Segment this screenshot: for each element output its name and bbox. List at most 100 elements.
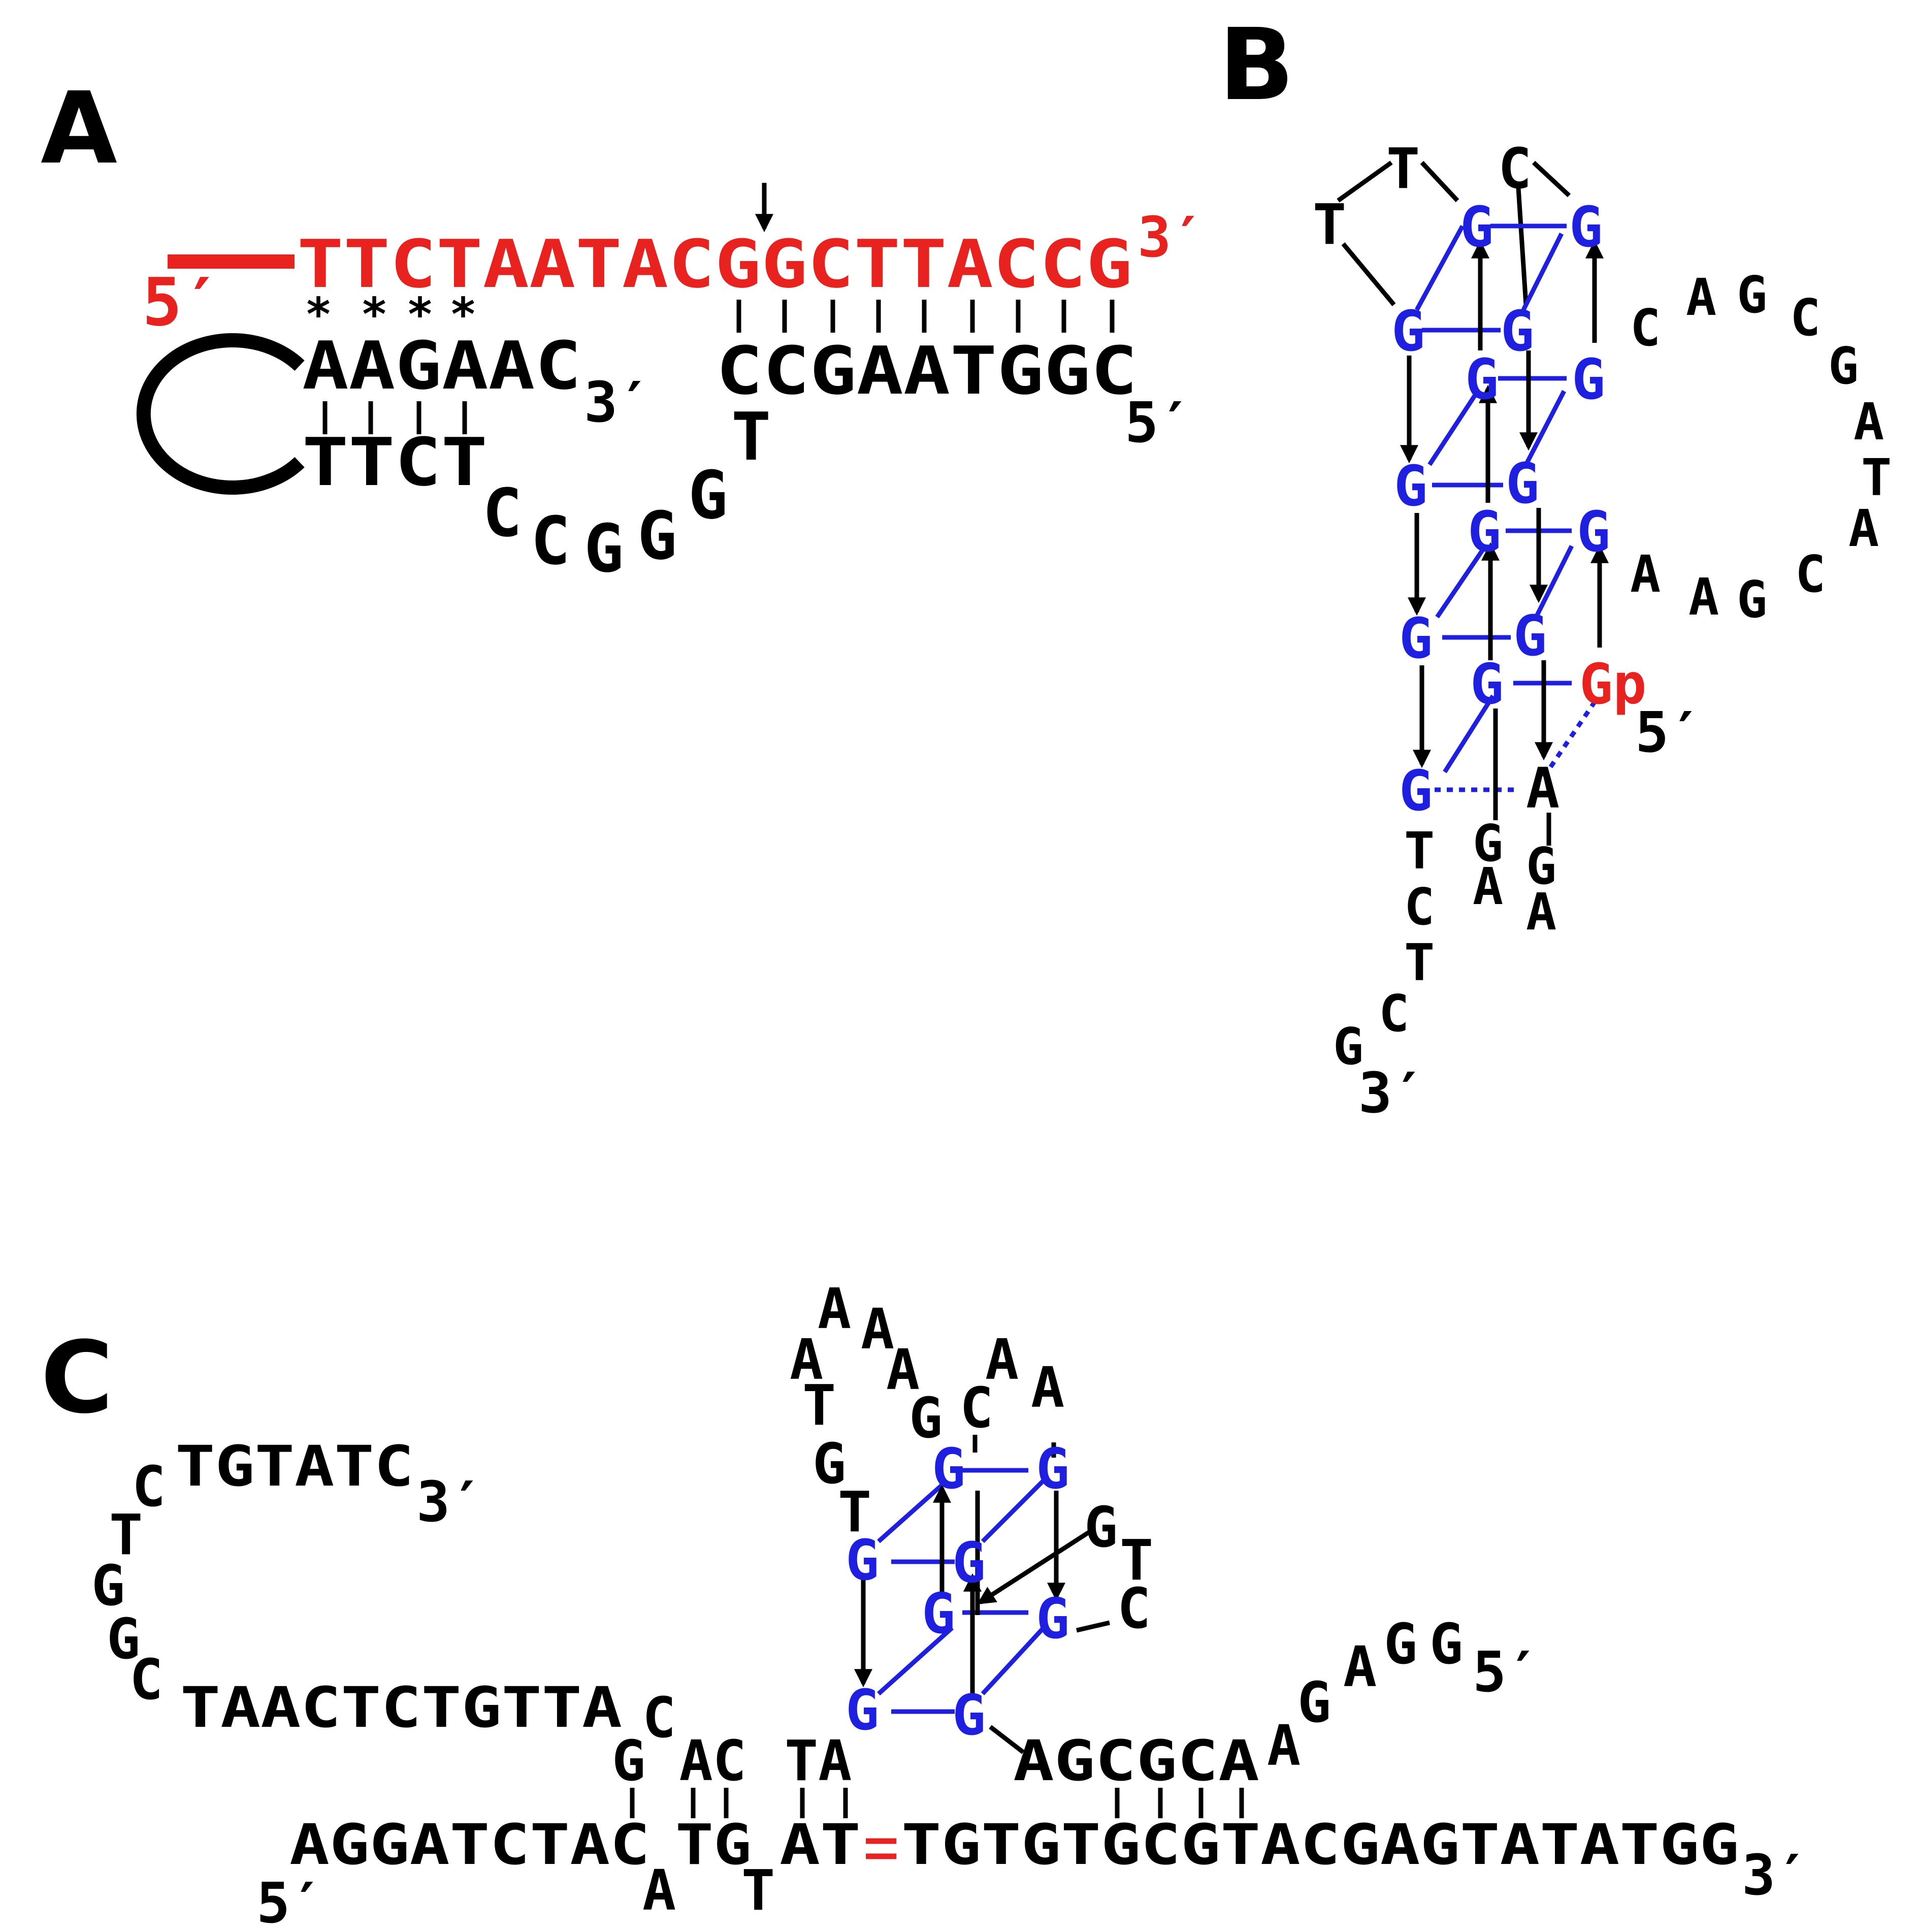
mid-c: C [642,1685,676,1750]
left-nt-2: T [109,1502,143,1567]
right-loop-nt-4: C [1790,288,1821,347]
right-loop: C A G C G A T A C G A A [1630,265,1892,629]
red-5prime-label: 5′ [142,264,222,341]
gtc-t: T [1120,1528,1153,1593]
loop-nt-6: T [731,398,771,475]
bottom-tail: T C T C G 3′ G A G A [1333,814,1556,1125]
left-nt-5: C [129,1647,163,1712]
bottom-left-strand: TTCT [302,424,488,501]
c-g-nodes: G G G G G G G G [846,1436,1069,1748]
left-nt-4: G [107,1606,140,1671]
right-base-pairs [736,300,1115,333]
g-nodes: G G G G G G G G G G G G G G [1391,195,1610,823]
right-loop-nt-7: T [1861,448,1892,507]
g-node: G [1036,1586,1069,1651]
left-mid-strand: TAACTCTGTTA [180,1675,622,1740]
g-node: G [1460,195,1493,260]
gac-strand: G AC [612,1728,746,1793]
stem-base-pairs [630,1788,1244,1818]
ta-strand: TA [785,1728,852,1793]
panel-b: B T T C [1219,7,1892,1125]
tail-right-nt-2: G [1297,1670,1331,1735]
g-node: G [1506,451,1539,516]
top-loop-lines [1337,160,1571,306]
c-loop-left-nt-6: A [861,1297,894,1362]
agcgca-strand: AGCGCA [1013,1728,1259,1793]
loop-nt-2: C [531,502,570,579]
panel-c-label: C [41,1320,113,1435]
red-strand-sequence: TTCTAATACGGCTTACCG [297,226,1132,303]
top-left-strand: TGTATC [175,1434,414,1499]
tail-right-nt-5: G [1429,1612,1463,1677]
red-3prime-label: 3′ [1138,205,1205,270]
ga-nt-2: A [1473,857,1503,916]
c-loop-mid-nt-3: A [985,1327,1019,1392]
loop-nt-5: G [688,457,728,534]
ga-nt-1: G [1473,814,1503,873]
tail-nt-4: C [1379,984,1409,1043]
tail-right-nt-4: G [1384,1612,1417,1677]
tail-3prime: 3′ [1358,1060,1425,1125]
ga-nt-3: G [1526,836,1556,896]
g-node: G [1577,499,1610,564]
left-nt-3: G [91,1553,125,1618]
c-loop-left-nt-2: G [813,1431,846,1496]
ga-nt-4: A [1526,882,1556,942]
tail-nt-2: C [1404,877,1435,937]
hairpin-loop-arc [136,333,305,495]
c-loop-left-nt-5: A [818,1276,851,1341]
loop-top-t1: T [1313,192,1346,257]
right-loop-nt-8: A [1848,499,1879,558]
g-node: G [952,1683,986,1748]
g-node: G [1470,652,1504,717]
g-node: G [1394,454,1427,519]
loop-nt-4: G [637,497,677,574]
bulge-t: T [741,1858,775,1923]
star-4: * [449,288,477,341]
a-node: A [1526,756,1559,821]
g-node: G [1569,195,1603,260]
g-tetrad-lines [1415,223,1574,774]
right-loop-nt-12: A [1630,544,1661,604]
strand-arrows [1400,240,1609,846]
gtc-c: C [1117,1576,1151,1641]
panel-c: C TGTATC 3′ C T G G C TAACTCTGTTA C G AC… [41,1276,1809,1932]
right-loop-nt-9: C [1795,544,1826,604]
top-left-3prime: 3′ [584,370,651,435]
tail-nt-3: T [1404,933,1435,992]
c-loop-mid-nt-2: G [909,1386,943,1451]
loop-nt-3: G [584,510,624,587]
g-node: G [1399,758,1433,823]
top-left-3prime: 3′ [416,1469,483,1534]
g-node: G [1468,499,1501,564]
tail-right-nt-3: A [1343,1634,1377,1699]
right-loop-nt-6: A [1854,392,1884,452]
g-node: G [1501,299,1534,364]
left-nt-1: C [132,1454,166,1519]
tail-right-5prime: 5′ [1473,1639,1540,1704]
gp-node: Gp [1579,652,1646,717]
loop-top-t2: T [1386,136,1420,201]
c-loop-left-nt-4: A [790,1327,823,1392]
gp-5prime: 5′ [1635,700,1702,765]
right-strand: CCGAATGGC [716,332,1138,409]
left-base-pairs [322,401,467,434]
right-loop-nt-2: A [1686,268,1716,327]
loop-nt-1: C [482,474,522,552]
bottom-strand-c: AT [779,1812,861,1877]
bulge-a: A [642,1858,676,1923]
g-node: G [1391,299,1425,364]
star-2: * [361,288,388,341]
top-left-strand: AAGAAC [302,327,581,404]
right-5prime-label: 5′ [1125,390,1192,455]
bottom-strand-d: TGTGTGCGTACGAGTATATGG [901,1812,1739,1877]
panel-a: A 5′ TTCTAATACGGCTTACCG 3′ * * * * AAGAA… [41,71,1205,587]
c-strand-arrows [854,1435,1111,1754]
c-loop-left-nt-1: T [838,1479,871,1544]
right-loop-nt-1: C [1630,298,1661,358]
g-node: G [1465,347,1499,412]
g-node: G [846,1528,879,1593]
bottom-strand-a: AGGATCTAC [289,1812,650,1877]
c-gtc: G T C [1084,1495,1153,1641]
